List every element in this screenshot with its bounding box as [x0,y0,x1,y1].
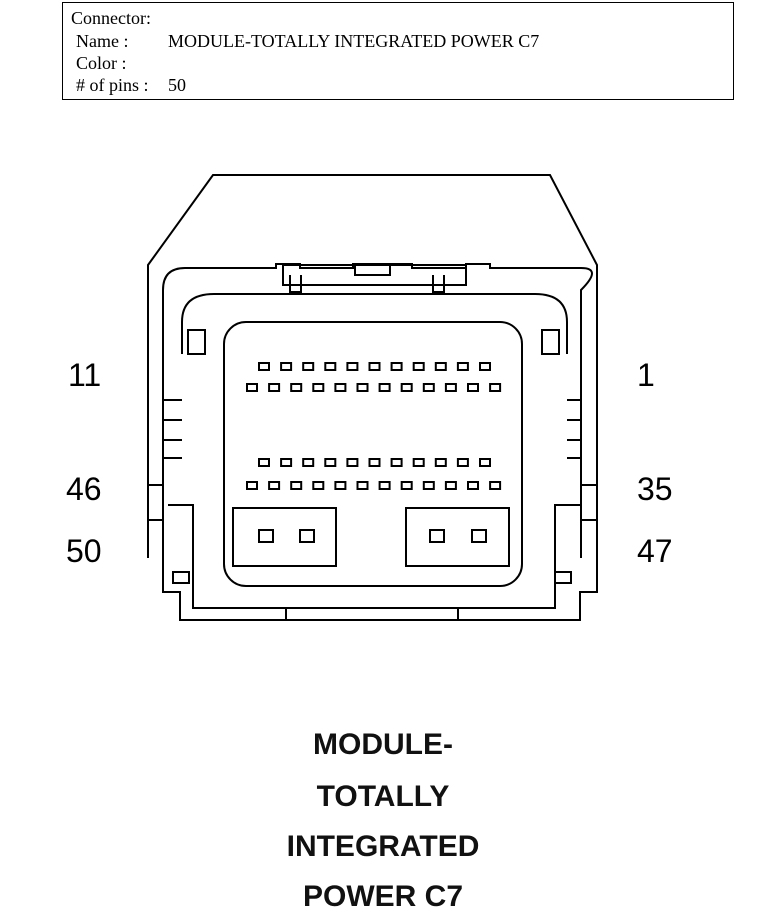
signal-pin [334,481,347,490]
signal-pin [356,383,369,392]
signal-pin [378,383,391,392]
signal-pin [302,362,315,371]
color-label: Color : [76,53,127,73]
name-value: MODULE-TOTALLY INTEGRATED POWER C7 [168,31,540,51]
connector-heading: Connector: [71,8,151,28]
power-terminal-housing-left [232,507,337,567]
signal-pin [422,481,435,490]
signal-pin [324,458,337,467]
signal-pin [467,481,479,490]
signal-pin [444,481,457,490]
signal-pin [390,458,403,467]
signal-pin [312,481,325,490]
terminal-cavity [223,321,523,587]
signal-pin [412,458,425,467]
caption-line-3: INTEGRATED [286,830,480,863]
connector-info-box: Connector: Name : MODULE-TOTALLY INTEGRA… [62,2,734,100]
connector-skirt-line [285,608,459,620]
signal-pin [290,481,303,490]
signal-pin [356,481,369,490]
signal-pin [246,481,258,490]
latch-right-hook [432,275,445,293]
signal-pin [280,458,293,467]
signal-pin [489,481,502,490]
caption-line-2: TOTALLY [316,780,450,813]
signal-pin [268,383,281,392]
pin-label-46: 46 [66,471,102,507]
caption-line-1: MODULE- [313,728,453,761]
connector-skirt-inner [168,504,580,609]
pin-label-1: 1 [637,357,655,393]
latch-left-hook [289,275,302,293]
name-label: Name : [76,31,129,51]
left-lock-tab [172,571,190,584]
connector-hood-inner [162,263,593,558]
signal-pin [246,383,258,392]
signal-pin [479,362,491,371]
signal-pin [290,383,303,392]
signal-pin [324,362,337,371]
signal-pin [434,458,447,467]
power-pin-49 [299,529,315,543]
power-pin-47 [471,529,487,543]
signal-pin [258,458,270,467]
pin-label-11: 11 [68,357,102,393]
signal-pin [400,481,413,490]
connector-body-outline [181,293,568,354]
left-side-rib [148,399,182,521]
signal-pin [268,481,281,490]
signal-pin [280,362,293,371]
signal-pin [456,362,469,371]
signal-pin [368,362,381,371]
signal-pin [346,458,359,467]
connector-body-shoulders [187,329,560,355]
signal-pin-grid [246,362,502,490]
caption-line-4: POWER C7 [302,880,464,913]
signal-pin [434,362,447,371]
pin-label-50: 50 [66,533,102,569]
signal-pin [390,362,403,371]
latch-center [354,264,391,276]
power-terminal-housing-right [405,507,510,567]
pin-label-47: 47 [637,533,673,569]
signal-pin [312,383,325,392]
signal-pin [346,362,359,371]
signal-pin [302,458,315,467]
signal-pin [378,481,391,490]
signal-pin [422,383,435,392]
pins-label: # of pins : [76,75,149,95]
signal-pin [400,383,413,392]
signal-pin [368,458,381,467]
power-pin-48 [429,529,445,543]
right-lock-tab [554,571,572,584]
connector-hood-outline [147,174,598,558]
signal-pin [258,362,270,371]
signal-pin [489,383,502,392]
connector-skirt-left [162,558,598,621]
right-side-rib [567,399,597,521]
signal-pin [467,383,479,392]
signal-pin [456,458,469,467]
signal-pin [444,383,457,392]
pins-value: 50 [168,75,186,95]
signal-pin [412,362,425,371]
pin-label-35: 35 [637,471,673,507]
signal-pin [479,458,491,467]
signal-pin [334,383,347,392]
power-pin-50 [258,529,274,543]
